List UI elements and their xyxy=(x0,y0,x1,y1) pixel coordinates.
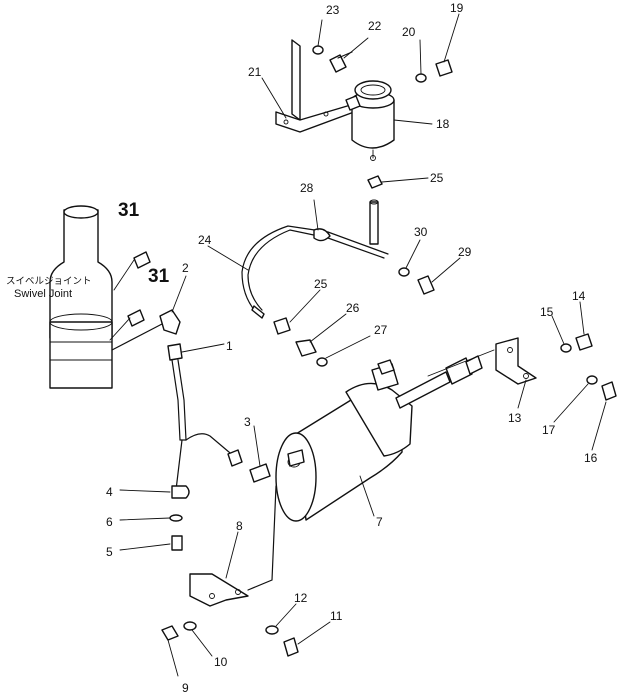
washer-6 xyxy=(169,514,183,522)
pipe-end xyxy=(369,199,379,245)
bracket-13 xyxy=(495,337,537,385)
nut-9 xyxy=(161,625,179,641)
elbow-2 xyxy=(159,309,181,335)
tank-18 xyxy=(345,80,395,161)
pipe-to-3 xyxy=(185,433,237,459)
bolt-29 xyxy=(417,275,435,295)
clamp-28 xyxy=(313,228,331,242)
callout-25: 25 xyxy=(314,277,328,291)
callout-31-a: 31 xyxy=(118,200,140,221)
callout-21: 21 xyxy=(248,65,262,79)
leader-31-a xyxy=(113,259,135,291)
callout-30: 30 xyxy=(414,225,428,239)
washer-15 xyxy=(560,343,572,353)
callout-10: 10 xyxy=(214,655,228,669)
callout-15: 15 xyxy=(540,305,554,319)
bolt-5 xyxy=(171,535,183,551)
fitting-3-small xyxy=(227,449,243,467)
plug-25-top xyxy=(367,175,383,189)
washer-12 xyxy=(265,625,279,635)
line-to-swivel xyxy=(111,323,163,351)
bolt-22 xyxy=(329,51,353,73)
bolt-11 xyxy=(283,637,299,657)
callout-7: 7 xyxy=(376,515,383,529)
bracket-8 xyxy=(189,573,249,607)
fitting-3 xyxy=(249,463,271,483)
fitting-31-a xyxy=(133,251,151,269)
callout-2: 2 xyxy=(182,261,189,275)
callout-19: 19 xyxy=(450,1,464,15)
leader-31-b xyxy=(109,317,131,341)
callout-23: 23 xyxy=(326,3,340,17)
swivel-joint-label-en: Swivel Joint xyxy=(14,288,72,300)
fitting-26 xyxy=(295,339,317,357)
callout-17: 17 xyxy=(542,423,556,437)
bracket-21 xyxy=(275,39,355,133)
washer-10 xyxy=(183,621,197,631)
nut-14 xyxy=(575,333,593,351)
swivel-joint xyxy=(49,205,113,389)
washer-17 xyxy=(586,375,598,385)
swivel-joint-label-jp: スイベルジョイント xyxy=(6,276,92,287)
washer-23 xyxy=(312,45,324,55)
callout-14: 14 xyxy=(572,289,586,303)
clamp-4 xyxy=(171,485,190,499)
oring-27 xyxy=(316,357,328,367)
callout-25-top: 25 xyxy=(430,171,444,185)
callout-12: 12 xyxy=(294,591,308,605)
plug-25 xyxy=(273,317,291,335)
callout-1: 1 xyxy=(226,339,233,353)
callout-20: 20 xyxy=(402,25,416,39)
bolt-16 xyxy=(601,381,617,401)
callout-26: 26 xyxy=(346,301,360,315)
callout-22: 22 xyxy=(368,19,382,33)
washer-20 xyxy=(415,73,427,83)
callout-29: 29 xyxy=(458,245,472,259)
callout-13: 13 xyxy=(508,411,522,425)
pipe-4-down xyxy=(175,439,183,491)
callout-31-b: 31 xyxy=(148,266,170,287)
callout-3: 3 xyxy=(244,415,251,429)
callout-11: 11 xyxy=(330,609,343,623)
fitting-31-b xyxy=(127,309,145,327)
hose-24 xyxy=(241,225,389,319)
callout-24: 24 xyxy=(198,233,212,247)
washer-30 xyxy=(398,267,410,277)
pipe-cylinder-bracket xyxy=(247,485,277,591)
callout-8: 8 xyxy=(236,519,243,533)
callout-27: 27 xyxy=(374,323,388,337)
cylinder-7 xyxy=(275,355,483,522)
hose-1 xyxy=(167,343,187,441)
callout-4: 4 xyxy=(106,485,113,499)
callout-9: 9 xyxy=(182,681,189,694)
callout-16: 16 xyxy=(584,451,598,465)
callout-6: 6 xyxy=(106,515,113,529)
callout-18: 18 xyxy=(436,117,450,131)
callout-5: 5 xyxy=(106,545,113,559)
callout-28: 28 xyxy=(300,181,314,195)
leader-lines xyxy=(119,13,607,677)
